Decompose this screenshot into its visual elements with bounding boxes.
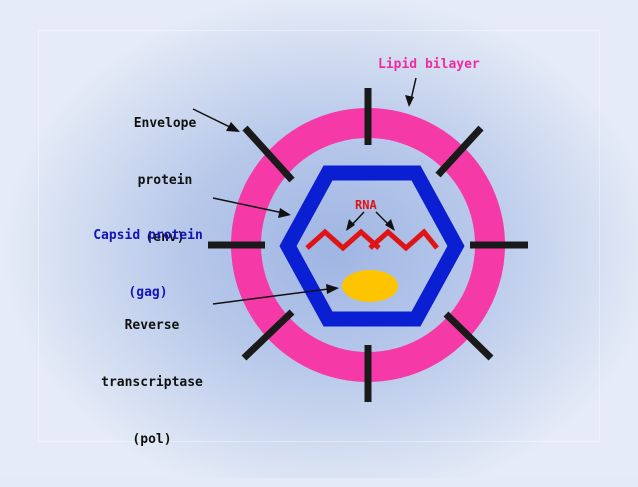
- pointer-capsid: [212, 197, 289, 215]
- panel-border: [38, 30, 600, 442]
- arrowhead-lipid: [405, 95, 414, 107]
- label-rna: RNA: [355, 198, 377, 212]
- arrowhead-rna-right: [385, 219, 395, 231]
- arrowhead-rna-left: [346, 219, 355, 231]
- rna-strand-right: [368, 228, 439, 252]
- label-rt-line2: transcriptase: [101, 375, 203, 390]
- label-capsid-line2: (gag): [128, 285, 168, 300]
- label-envelope-line3: (env): [145, 230, 185, 245]
- spike-top-right: [435, 125, 484, 178]
- pointer-arrowheads: [226, 95, 414, 294]
- label-rt-line1: Reverse: [124, 318, 180, 333]
- arrowhead-capsid: [278, 208, 291, 218]
- label-envelope-protein: Envelope protein (env): [118, 76, 212, 285]
- arrowhead-pol: [326, 284, 339, 294]
- label-lipid-bilayer: Lipid bilayer: [378, 57, 480, 72]
- reverse-transcriptase-ellipse: [342, 270, 398, 302]
- pointer-pol: [212, 287, 337, 305]
- label-capsid-protein: Capsid protein (gag): [80, 188, 216, 340]
- label-reverse-transcriptase: Reverse transcriptase (pol): [88, 278, 216, 487]
- label-envelope-line2: protein: [137, 173, 193, 188]
- spike-bottom-right: [443, 311, 494, 361]
- spike-top-left: [242, 125, 295, 183]
- spike-bottom-left: [241, 309, 295, 361]
- arrowhead-envelope: [226, 122, 240, 132]
- label-capsid-line1: Capsid protein: [93, 228, 203, 243]
- envelope-protein-spikes: [208, 88, 528, 402]
- capsid-hexagon: [279, 165, 465, 327]
- rna-strand-left: [305, 228, 381, 252]
- label-rt-line3: (pol): [132, 432, 172, 447]
- label-envelope-line1: Envelope: [133, 116, 197, 131]
